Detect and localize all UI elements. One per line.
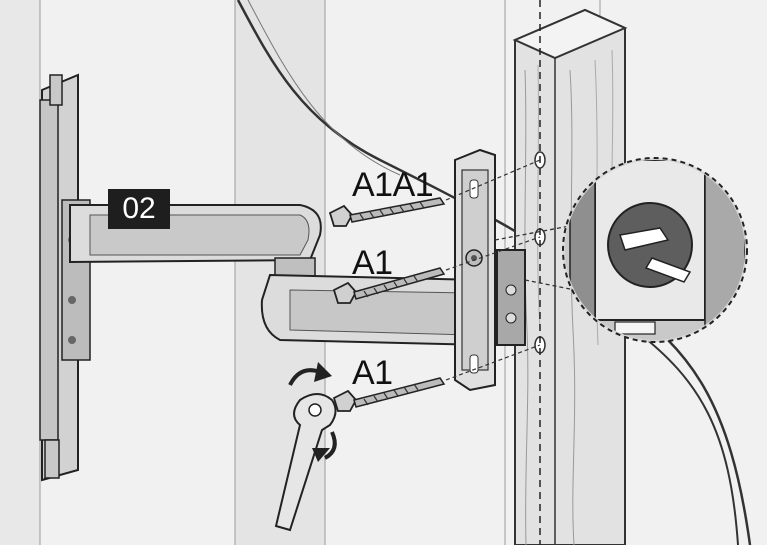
screw-label-top: A1A1 xyxy=(352,166,434,204)
screw-icon xyxy=(332,344,541,412)
screw-icon xyxy=(332,236,541,304)
screw-label-bottom: A1 xyxy=(352,354,393,392)
screw-icon xyxy=(328,159,541,227)
step-number-badge: 02 xyxy=(108,189,170,229)
rotate-arrow-icon xyxy=(288,362,337,462)
screw-label-middle: A1 xyxy=(352,244,393,282)
wrench-icon xyxy=(274,393,337,532)
wall-plate xyxy=(454,148,526,392)
